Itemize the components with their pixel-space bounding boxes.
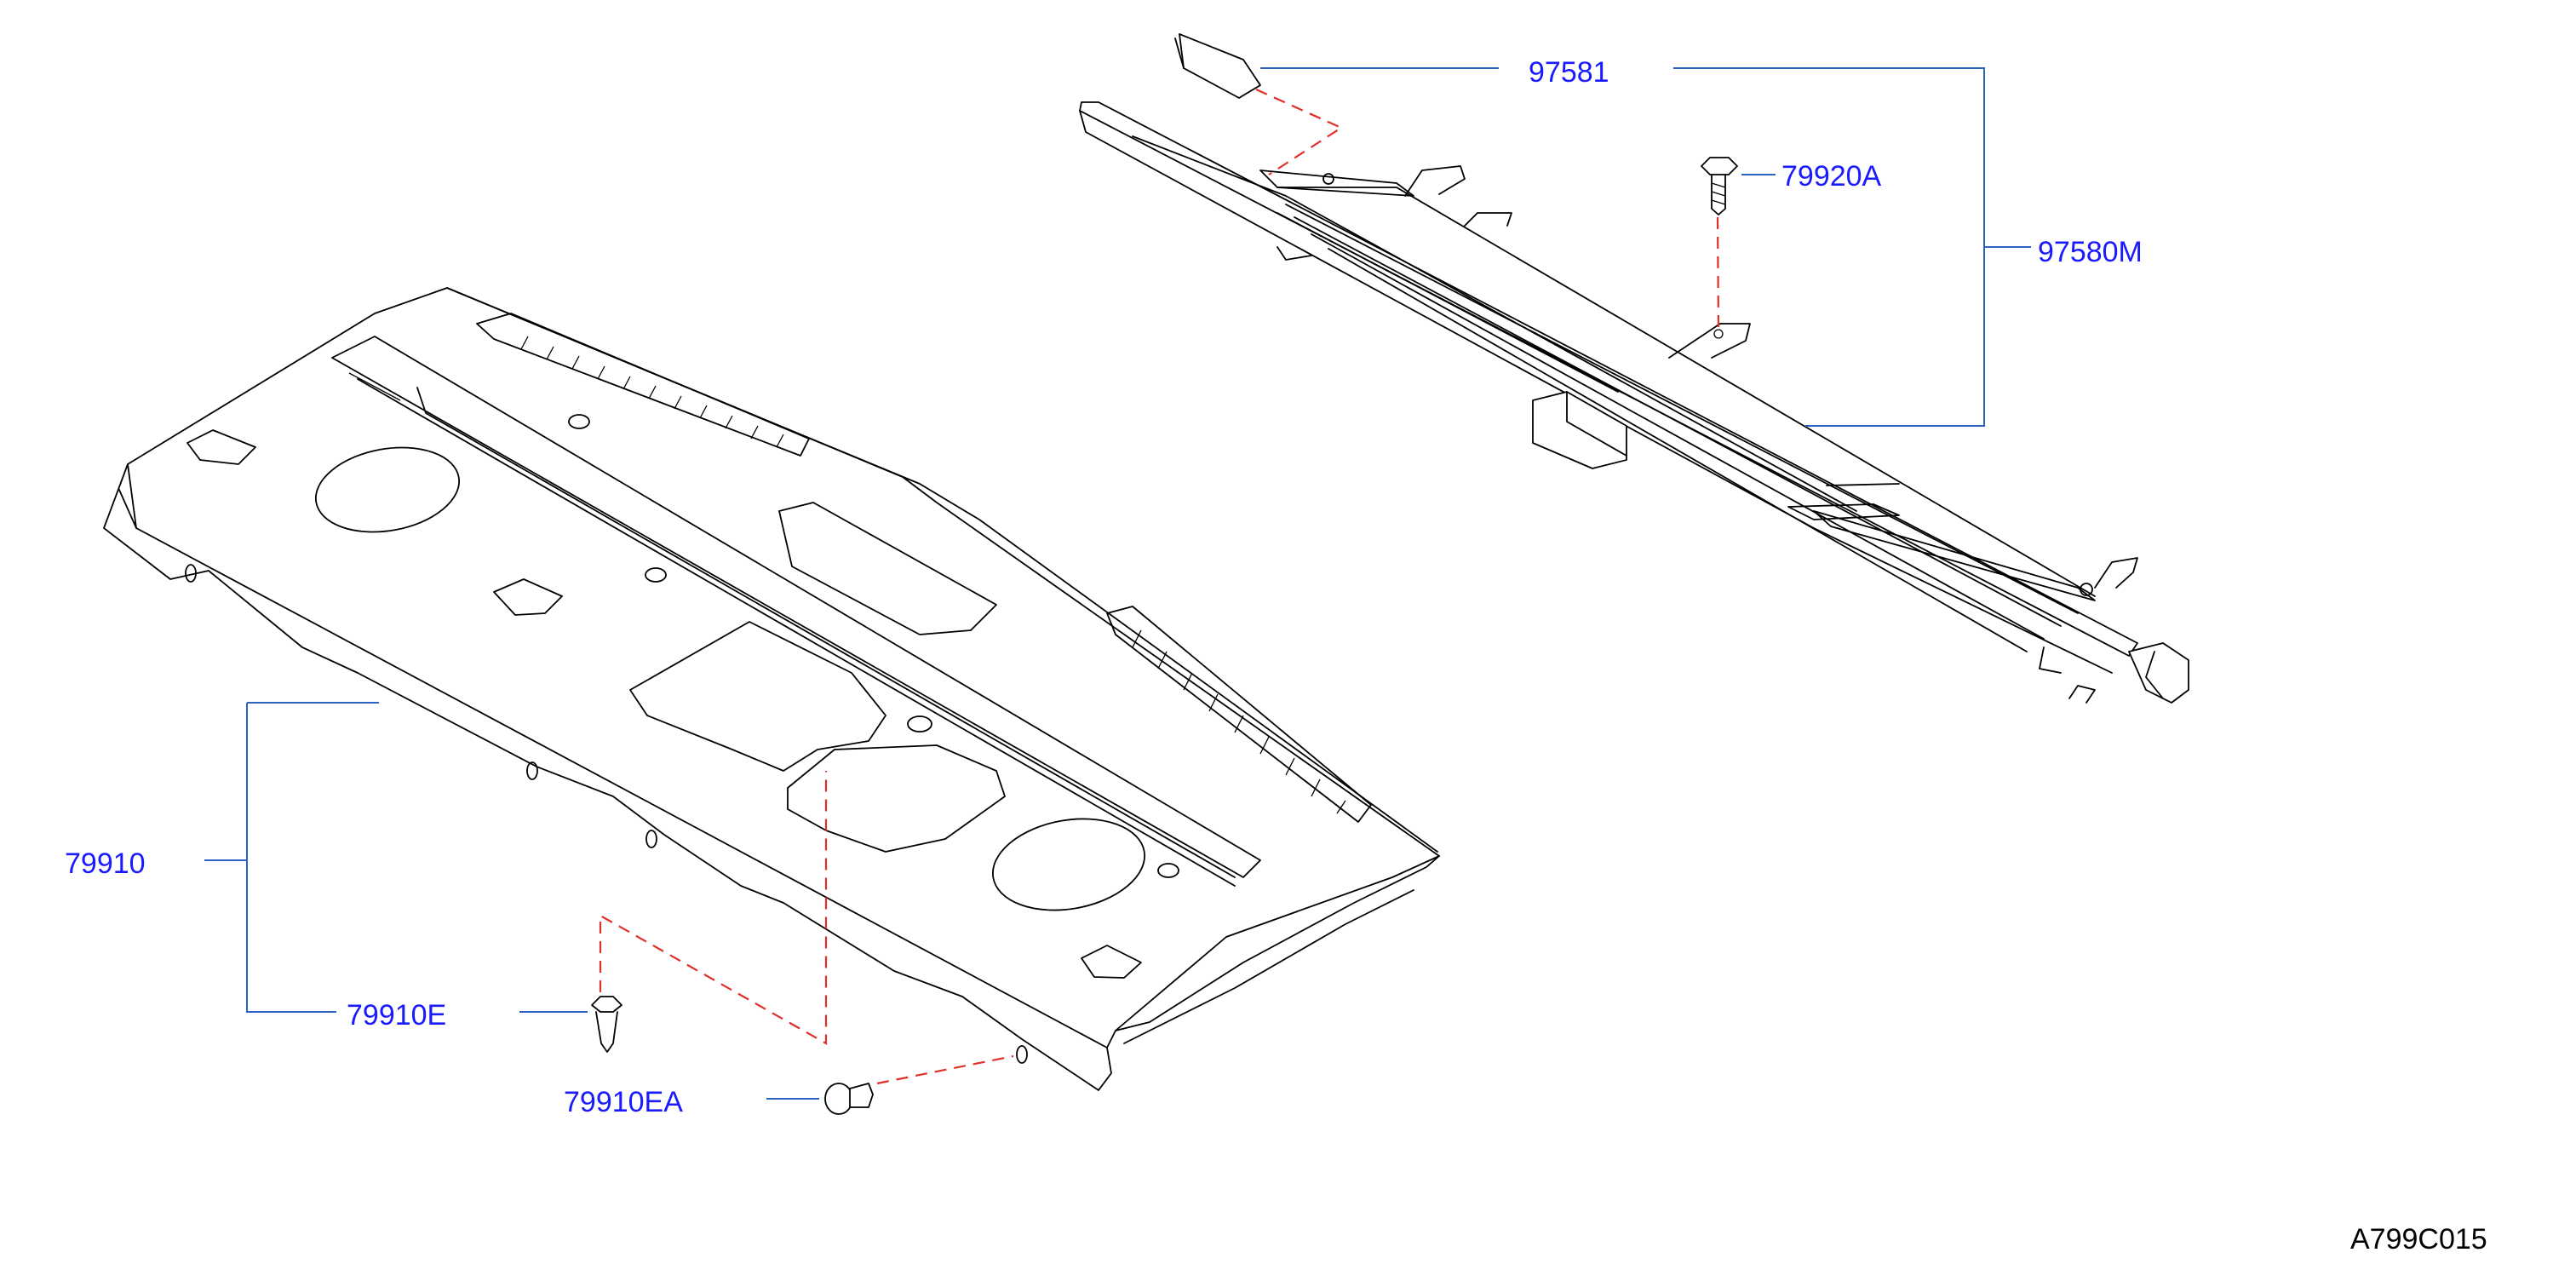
part-label-79910E: 79910E xyxy=(347,999,446,1031)
part-label-97581: 97581 xyxy=(1529,56,1609,89)
diagram-reference-code: A799C015 xyxy=(2350,1223,2487,1255)
parcel-shelf-panel xyxy=(103,287,1440,1091)
part-label-79910: 79910 xyxy=(65,847,146,880)
leader-lines xyxy=(204,67,2031,1100)
sunshade-assembly xyxy=(1079,33,2189,704)
dashed-assembly-links xyxy=(599,88,1724,1085)
part-label-79910EA: 79910EA xyxy=(564,1086,683,1118)
clip-79910E-part xyxy=(591,996,622,1053)
clip-79910EA-part xyxy=(824,1083,874,1115)
bolt-79920A-part xyxy=(1701,157,1738,215)
part-label-97580M: 97580M xyxy=(2038,236,2143,268)
part-label-79920A: 79920A xyxy=(1781,160,1882,192)
